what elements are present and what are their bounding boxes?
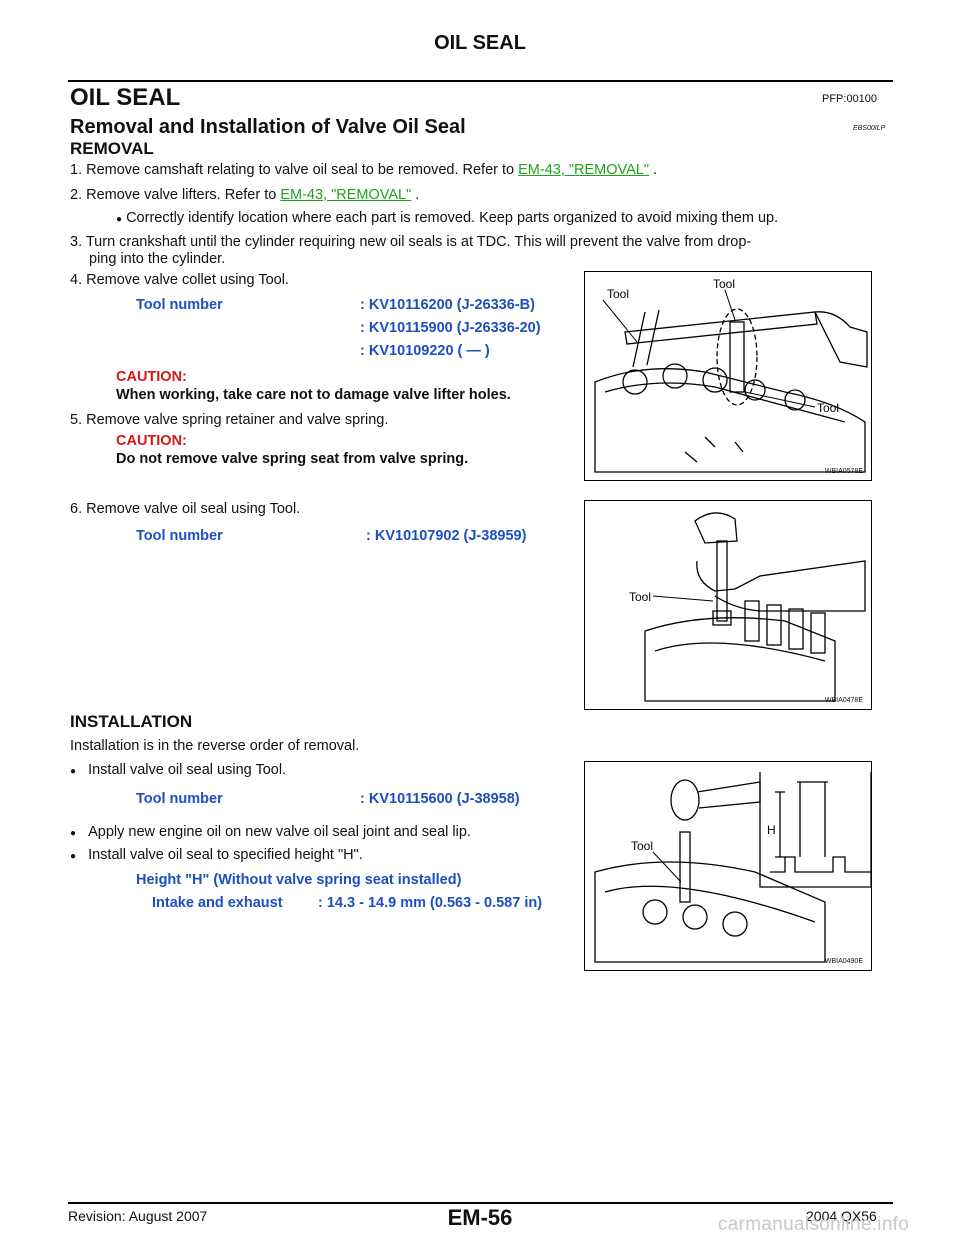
fig1-tool-label-2: Tool bbox=[713, 277, 735, 291]
oil-seal-remover-illustration: Tool bbox=[629, 512, 866, 702]
install-bullet-3-text: Install valve oil seal to specified heig… bbox=[88, 847, 363, 863]
installation-intro: Installation is in the reverse order of … bbox=[70, 738, 360, 754]
height-title: Height "H" (Without valve spring seat in… bbox=[136, 872, 462, 888]
footer-revision: Revision: August 2007 bbox=[68, 1208, 208, 1224]
bullet-icon: ● bbox=[70, 851, 77, 862]
step-5-caution: Do not remove valve spring seat from val… bbox=[116, 451, 469, 467]
step-6-tool: : KV10107902 (J-38959) bbox=[366, 528, 527, 544]
step-6-tool-label: Tool number bbox=[136, 528, 223, 544]
step-1-end: . bbox=[653, 162, 658, 178]
page-header-title: OIL SEAL bbox=[434, 32, 526, 54]
bullet-icon: ● bbox=[70, 766, 77, 777]
step-2: 2. Remove valve lifters. Refer to EM-43,… bbox=[70, 186, 419, 204]
step-5-caution-label: CAUTION: bbox=[116, 433, 187, 449]
step-5: 5. Remove valve spring retainer and valv… bbox=[70, 412, 389, 428]
step-6: 6. Remove valve oil seal using Tool. bbox=[70, 501, 301, 517]
step-2-bullet: ● Correctly identify location where each… bbox=[116, 209, 778, 229]
figure-valve-collet-removal: Tool Tool Tool WBIA0578E bbox=[584, 271, 872, 481]
step-2-bullet-text: Correctly identify location where each p… bbox=[126, 210, 779, 226]
step-3-line-1: 3. Turn crankshaft until the cylinder re… bbox=[70, 234, 752, 250]
install-bullet-3: ● Install valve oil seal to specified he… bbox=[70, 846, 363, 866]
oil-seal-installer-illustration: Tool H bbox=[594, 772, 871, 963]
step-2-end: . bbox=[415, 187, 420, 203]
header-rule bbox=[68, 80, 893, 82]
fig1-code: WBIA0578E bbox=[824, 468, 863, 475]
removal-heading: REMOVAL bbox=[70, 139, 154, 158]
fig3-tool-label: Tool bbox=[631, 839, 653, 853]
step-4: 4. Remove valve collet using Tool. bbox=[70, 272, 289, 288]
figure-valve-oil-seal-installation: Tool H WBIA0490E bbox=[584, 761, 872, 971]
fig2-code: WBIA0478E bbox=[824, 697, 863, 704]
fig1-tool-label-3: Tool bbox=[817, 401, 839, 415]
footer-page-number: EM-56 bbox=[447, 1205, 513, 1230]
fig3-h-label: H bbox=[767, 823, 776, 837]
height-label: Intake and exhaust bbox=[152, 895, 283, 911]
step-2-text: 2. Remove valve lifters. Refer to bbox=[70, 187, 277, 203]
section-subtitle: Removal and Installation of Valve Oil Se… bbox=[70, 116, 466, 138]
install-bullet-1: ● Install valve oil seal using Tool. bbox=[70, 761, 286, 781]
section-code: PFP:00100 bbox=[822, 93, 878, 105]
section-title: OIL SEAL bbox=[70, 84, 181, 111]
step-1-text: 1. Remove camshaft relating to valve oil… bbox=[70, 162, 515, 178]
step-2-link[interactable]: EM-43, "REMOVAL" bbox=[280, 187, 412, 203]
step-4-tool-1: : KV10116200 (J-26336-B) bbox=[360, 297, 535, 313]
height-value: : 14.3 - 14.9 mm (0.563 - 0.587 in) bbox=[318, 895, 543, 911]
step-4-tool-label: Tool number bbox=[136, 297, 223, 313]
install-bullet-2-text: Apply new engine oil on new valve oil se… bbox=[88, 824, 471, 840]
install-bullet-1-text: Install valve oil seal using Tool. bbox=[88, 762, 287, 778]
fig2-tool-label: Tool bbox=[629, 590, 651, 604]
step-1: 1. Remove camshaft relating to valve oil… bbox=[70, 161, 657, 179]
install-tool: : KV10115600 (J-38958) bbox=[360, 791, 520, 807]
step-4-caution-label: CAUTION: bbox=[116, 369, 187, 385]
step-4-caution: When working, take care not to damage va… bbox=[116, 387, 511, 403]
install-bullet-2: ● Apply new engine oil on new valve oil … bbox=[70, 823, 471, 843]
bullet-icon: ● bbox=[70, 828, 77, 839]
valve-collet-illustration: Tool Tool Tool bbox=[594, 277, 868, 473]
fig1-tool-label-1: Tool bbox=[607, 287, 629, 301]
subtitle-code: EBS00ILP bbox=[853, 125, 886, 132]
step-3-line-2: ping into the cylinder. bbox=[89, 251, 226, 267]
footer-rule bbox=[68, 1202, 893, 1204]
step-1-link[interactable]: EM-43, "REMOVAL" bbox=[518, 162, 649, 178]
fig3-code: WBIA0490E bbox=[824, 958, 863, 965]
step-4-tool-2: : KV10115900 (J-26336-20) bbox=[360, 320, 541, 336]
install-tool-label: Tool number bbox=[136, 791, 223, 807]
step-4-tool-3: : KV10109220 ( — ) bbox=[360, 343, 490, 359]
footer-model: 2004 QX56 bbox=[806, 1208, 877, 1224]
bullet-icon: ● bbox=[116, 214, 123, 225]
footer-watermark: carmanualsonline.info bbox=[718, 1214, 910, 1235]
installation-heading: INSTALLATION bbox=[70, 712, 193, 731]
figure-valve-oil-seal-removal: Tool WBIA0478E bbox=[584, 500, 872, 710]
